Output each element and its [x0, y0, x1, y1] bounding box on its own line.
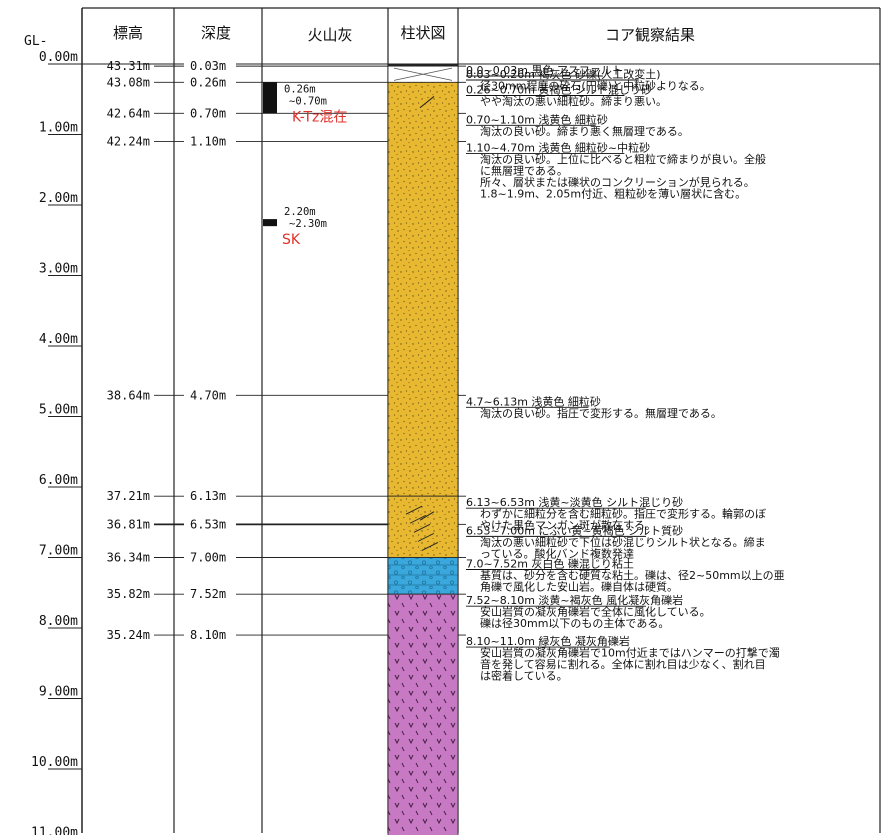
header-columnar-section: 柱状図	[400, 24, 445, 42]
header-core-observation: コア観察結果	[605, 26, 695, 44]
ash-layer-mark	[263, 82, 277, 114]
silt-hatch	[421, 542, 439, 551]
scale-label: 10.00m	[31, 755, 78, 770]
depth-label: 6.13m	[190, 489, 226, 503]
column-layer-silt	[387, 495, 459, 558]
ash-depth-bottom: ~0.70m	[289, 95, 327, 107]
layer-title: 6.53~7.00m にぶい黄~黄褐色 シルト質砂	[466, 523, 683, 537]
ash-depth-top: 0.26m	[284, 83, 316, 95]
layer-description: 安山岩質の凝灰角礫岩で10m付近まではハンマーの打撃で濁	[480, 646, 780, 660]
header-elevation: 標高	[113, 24, 143, 42]
layer-description: 基質は、砂分を含む硬質な粘土。礫は、径2~50mm以上の亜	[480, 568, 785, 582]
layer-description: に無層理である。	[480, 164, 568, 178]
scale-label: 5.00m	[39, 403, 78, 418]
column-layer-sand	[387, 81, 459, 497]
scale-label: 1.00m	[39, 121, 78, 136]
layer-description: 淘汰の良い砂。指圧で変形する。無層理である。	[480, 406, 722, 420]
layer-title: 7.52~8.10m 淡黄~褐灰色 風化凝灰角礫岩	[466, 593, 683, 607]
silt-hatch	[413, 523, 431, 533]
layer-description: 礫は径30mm以下のもの主体である。	[480, 616, 669, 630]
layer-description: わずかに細粒分を含む細粒砂。指圧で変形する。輪郭のぼ	[480, 507, 766, 521]
elevation-label: 35.82m	[107, 587, 150, 601]
scale-label: 2.00m	[39, 191, 78, 206]
layer-description: っている。酸化バンド複数発達	[480, 546, 634, 560]
ash-name: K-Tz混在	[292, 109, 347, 125]
layer-description: 淘汰の悪い細粒砂で下位は砂混じりシルト状となる。締ま	[480, 535, 766, 549]
layer-description: は密着している。	[480, 669, 568, 683]
silt-hatch	[405, 505, 423, 515]
depth-label: 0.03m	[190, 59, 226, 73]
scale-label: 4.00m	[39, 332, 78, 347]
header-row: GL- 標高 深度 火山灰 柱状図 コア観察結果	[24, 24, 695, 49]
layer-title: 8.10~11.0m 緑灰色 凝灰角礫岩	[466, 634, 630, 648]
columnar-section	[387, 63, 459, 835]
layer-description: 音を発して容易に割れる。全体に割れ目は少なく、割れ目	[480, 657, 766, 671]
silt-hatch	[409, 514, 427, 524]
column-layer-breccia	[387, 593, 459, 835]
layer-description: 角礫で風化した安山岩。礫自体は硬質。	[480, 580, 678, 594]
depth-label: 0.70m	[190, 106, 226, 120]
depth-scale: 0.00m 1.00m 2.00m 3.00m 4.00m 5.00m 6.00m 7.00m…	[31, 50, 82, 835]
depth-label: 4.70m	[190, 388, 226, 402]
elevation-label: 35.24m	[107, 628, 150, 642]
depth-label: 0.26m	[190, 75, 226, 89]
scale-label: 8.00m	[39, 614, 78, 629]
ash-depth-top: 2.20m	[284, 206, 316, 218]
layer-description: 淘汰の良い砂。上位に比べると粗粒で締まりが良い。全般	[480, 152, 766, 166]
layer-title: 4.7~6.13m 浅黄色 細粒砂	[466, 394, 601, 408]
gravel-fill-symbol	[393, 67, 453, 81]
column-layer-clay	[387, 557, 459, 595]
header-volcanic-ash: 火山灰	[307, 26, 352, 44]
scale-label: 9.00m	[39, 685, 78, 700]
header-depth: 深度	[201, 24, 231, 42]
elevation-label: 37.21m	[107, 489, 150, 503]
silt-hatch	[417, 532, 435, 542]
depth-label: 8.10m	[190, 628, 226, 642]
depth-label: 1.10m	[190, 135, 226, 149]
gl-label: GL-	[24, 34, 47, 49]
layer-description: やけた黒色マンガン斑が散在する。	[480, 518, 656, 532]
scale-label: 0.00m	[39, 50, 78, 65]
ash-name: SK	[282, 232, 301, 248]
elevation-label: 36.34m	[107, 551, 150, 565]
layer-title: 0.0~0.03m 黒色 アスファルト	[466, 63, 623, 77]
scale-label: 7.00m	[39, 544, 78, 559]
layer-title: 0.26~0.70m 黄褐色 シルト混じり砂	[466, 83, 652, 97]
depth-label: 6.53m	[190, 517, 226, 531]
depth-label: 7.52m	[190, 587, 226, 601]
boundary-leaders: 43.31m 0.03m 43.08m 0.26m 42.64m 0.70m 42.24m 1…	[107, 58, 466, 642]
layer-description: 淘汰の良い砂。締まり悪く無層理である。	[480, 124, 689, 138]
concretion-mark	[419, 511, 435, 521]
scale-label: 3.00m	[39, 262, 78, 277]
layer-description: やや淘汰の悪い細粒砂。締まり悪い。	[480, 94, 667, 108]
elevation-label: 42.64m	[107, 106, 150, 120]
scale-label: 11.00m	[31, 826, 78, 835]
ash-layer-mark	[263, 219, 277, 227]
layer-title: 7.0~7.52m 灰白色 礫混じり粘土	[466, 557, 634, 571]
depth-label: 7.00m	[190, 551, 226, 565]
elevation-label: 43.31m	[107, 59, 150, 73]
layer-description: 径30mm程度の砕石(円礫)と中粒砂よりなる。	[480, 79, 711, 93]
layer-title: 6.13~6.53m 浅黄~淡黄色 シルト混じり砂	[466, 495, 683, 509]
elevation-label: 43.08m	[107, 75, 150, 89]
layer-description: 1.8~1.9m、2.05m付近、粗粒砂を薄い層状に含む。	[480, 187, 746, 201]
ash-depth-bottom: ~2.30m	[289, 218, 327, 230]
layer-title: 1.10~4.70m 浅黄色 細粒砂~中粒砂	[466, 141, 650, 155]
layer-title: 0.03~0.26m 褐灰色 砂礫(人工改変土)	[466, 67, 661, 81]
layer-description: 安山岩質の凝灰角礫岩で全体に風化している。	[480, 605, 711, 619]
layer-description: 所々、層状または礫状のコンクリーションが見られる。	[480, 175, 755, 189]
elevation-label: 36.81m	[107, 517, 150, 531]
elevation-label: 38.64m	[107, 388, 150, 402]
scale-label: 6.00m	[39, 473, 78, 488]
layer-title: 0.70~1.10m 浅黄色 細粒砂	[466, 112, 608, 126]
elevation-label: 42.24m	[107, 135, 150, 149]
concretion-mark	[419, 96, 435, 109]
